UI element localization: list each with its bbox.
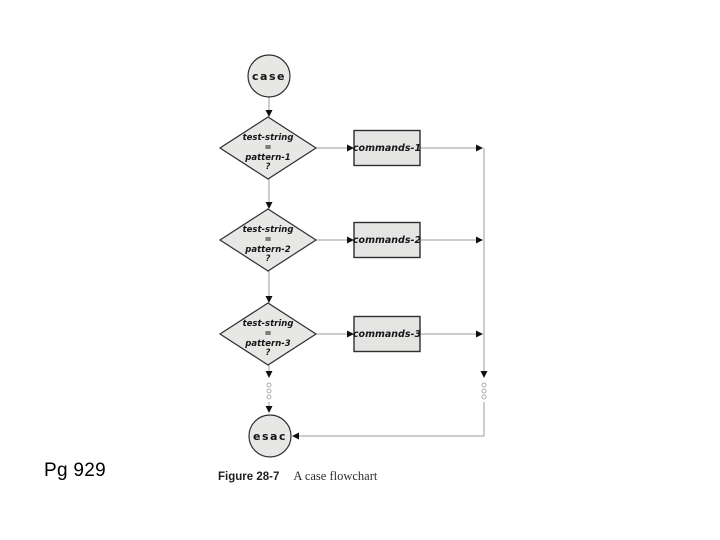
ellipsis-dot [266, 394, 272, 400]
process-1-label: commands-1 [353, 143, 421, 154]
decision-2-shape [218, 208, 318, 272]
decision-1-shape [218, 116, 318, 180]
decision-3-line1: test-string [243, 319, 294, 329]
decision-2-line1: test-string [243, 225, 294, 235]
decision-3-shape [218, 302, 318, 366]
figure-caption-title: A case flowchart [293, 469, 378, 483]
process-1: commands-1 [353, 129, 421, 167]
decision-3-line2: = [264, 329, 271, 339]
end-terminal: esac [248, 414, 292, 458]
process-3-label: commands-3 [353, 329, 422, 340]
arrowhead-left-icon [292, 432, 299, 440]
arrowhead-down-icon [265, 110, 273, 117]
decision-1-line4: ? [266, 162, 271, 172]
arrowhead-down-icon [480, 371, 488, 378]
arrowhead-right-icon [476, 144, 483, 152]
decision-3-line3: pattern-3 [244, 339, 290, 349]
process-1-shape [353, 129, 421, 167]
decision-1: test-string = pattern-1 ? [218, 116, 318, 180]
ellipsis-dot [481, 382, 487, 388]
ellipsis-dot [266, 388, 272, 394]
ellipsis-dot [481, 388, 487, 394]
process-3-shape [353, 315, 421, 353]
arrowhead-right-icon [347, 236, 354, 244]
decision-2-line3: pattern-2 [244, 245, 290, 255]
arrowhead-right-icon [347, 330, 354, 338]
decision-1-line2: = [264, 143, 271, 153]
arrowhead-down-icon [265, 202, 273, 209]
decision-2-line4: ? [266, 254, 271, 264]
end-terminal-shape [248, 414, 292, 458]
ellipsis-dot [481, 394, 487, 400]
process-2: commands-2 [353, 221, 422, 259]
arrowhead-down-icon [265, 371, 273, 378]
process-3: commands-3 [353, 315, 422, 353]
decision-2-line2: = [264, 235, 271, 245]
decision-3: test-string = pattern-3 ? [218, 302, 318, 366]
arrowhead-right-icon [347, 144, 354, 152]
figure-caption-number: Figure 28-7 [218, 471, 280, 483]
ellipsis-dot [266, 382, 272, 388]
end-terminal-label: esac [253, 430, 287, 443]
decision-3-line4: ? [266, 348, 271, 358]
start-terminal: case [247, 54, 291, 98]
decision-1-line3: pattern-1 [244, 153, 290, 163]
arrowhead-down-icon [265, 406, 273, 413]
page-number-label: Pg 929 [44, 460, 107, 481]
start-terminal-label: case [252, 70, 286, 83]
decision-1-line1: test-string [243, 133, 294, 143]
start-terminal-shape [247, 54, 291, 98]
decision-2: test-string = pattern-2 ? [218, 208, 318, 272]
process-2-shape [353, 221, 421, 259]
arrowhead-right-icon [476, 236, 483, 244]
process-2-label: commands-2 [353, 235, 422, 246]
arrowhead-down-icon [265, 296, 273, 303]
arrowhead-right-icon [476, 330, 483, 338]
connectors [265, 97, 488, 440]
figure-caption: Figure 28-7 A case flowchart [218, 467, 377, 485]
